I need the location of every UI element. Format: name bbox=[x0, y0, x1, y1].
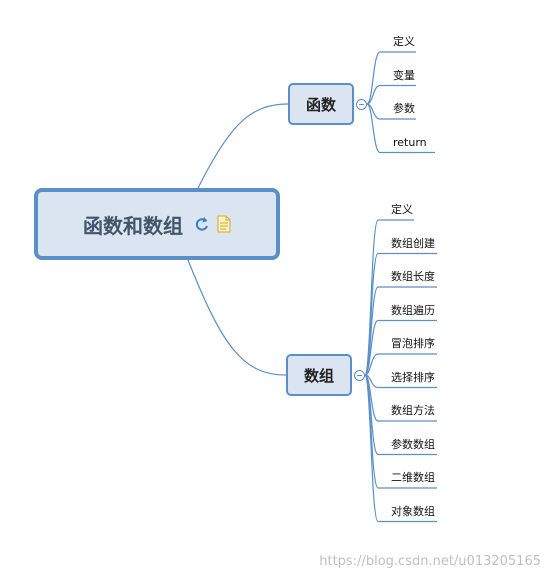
leaf-connector bbox=[366, 84, 416, 105]
branch-topic-functions[interactable]: 函数 bbox=[288, 83, 354, 125]
watermark: https://blog.csdn.net/u013205165 bbox=[319, 554, 541, 569]
leaf-connector bbox=[364, 319, 437, 376]
branch-topic-label: 函数 bbox=[305, 95, 336, 114]
leaf-topic[interactable]: 二维数组 bbox=[391, 471, 435, 484]
collapse-button-functions[interactable] bbox=[356, 99, 367, 110]
leaf-connector bbox=[364, 353, 437, 376]
leaf-topic[interactable]: 冒泡排序 bbox=[391, 337, 435, 350]
leaf-connector bbox=[364, 374, 437, 523]
leaf-connector bbox=[366, 103, 435, 154]
leaf-connector bbox=[366, 51, 416, 105]
leaf-topic[interactable]: 选择排序 bbox=[391, 370, 435, 384]
connector-root-to-arr bbox=[187, 259, 287, 376]
leaf-topic[interactable]: 数组长度 bbox=[391, 270, 435, 283]
leaf-topic[interactable]: 定义 bbox=[393, 35, 415, 48]
collapse-button-arrays[interactable] bbox=[354, 370, 365, 381]
root-topic[interactable]: 函数和数组 bbox=[34, 188, 280, 260]
note-icon[interactable] bbox=[217, 215, 231, 233]
leaf-topic[interactable]: 定义 bbox=[391, 203, 413, 216]
leaf-topic[interactable]: 对象数组 bbox=[391, 504, 435, 518]
branch-topic-arrays[interactable]: 数组 bbox=[286, 354, 352, 396]
leaf-connector bbox=[364, 286, 437, 376]
leaf-topic[interactable]: 参数数组 bbox=[391, 437, 435, 451]
leaf-topic[interactable]: 参数 bbox=[393, 102, 415, 115]
connector-root-to-func bbox=[197, 103, 289, 189]
branch-topic-label: 数组 bbox=[303, 366, 334, 385]
leaf-topic[interactable]: return bbox=[393, 135, 427, 149]
refresh-icon[interactable] bbox=[193, 215, 211, 233]
leaf-topic[interactable]: 数组遍历 bbox=[391, 303, 435, 317]
leaf-topic[interactable]: 变量 bbox=[393, 68, 415, 82]
root-topic-label: 函数和数组 bbox=[83, 213, 183, 238]
leaf-topic[interactable]: 数组创建 bbox=[391, 236, 435, 250]
leaf-topic[interactable]: 数组方法 bbox=[391, 404, 435, 417]
